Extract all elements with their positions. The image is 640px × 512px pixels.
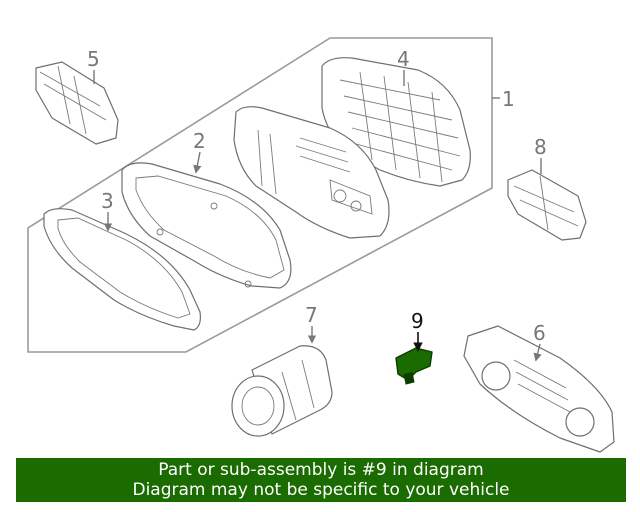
assembly-1-boundary — [27, 37, 493, 353]
callout-6[interactable]: 6 — [533, 321, 546, 345]
leader-6 — [533, 343, 542, 362]
part-8-switch[interactable] — [507, 169, 587, 241]
part-7-ignition[interactable] — [231, 345, 333, 437]
callout-2[interactable]: 2 — [193, 129, 206, 153]
banner-line-part: Part or sub-assembly is #9 in diagram — [158, 460, 484, 480]
callout-5[interactable]: 5 — [87, 47, 100, 71]
callout-8[interactable]: 8 — [534, 135, 547, 159]
part-6-control-panel[interactable] — [463, 325, 615, 453]
part-2-cluster-bezel[interactable] — [121, 162, 292, 289]
callout-9[interactable]: 9 — [411, 309, 424, 333]
part-2-circuit-board[interactable] — [233, 106, 390, 239]
part-3-lens[interactable] — [43, 208, 201, 331]
callout-4[interactable]: 4 — [397, 47, 410, 71]
highlight-banner: Part or sub-assembly is #9 in diagram Di… — [16, 458, 626, 502]
callout-7[interactable]: 7 — [305, 303, 318, 327]
part-9-highlighted[interactable] — [395, 347, 433, 385]
callout-3[interactable]: 3 — [101, 189, 114, 213]
callout-1[interactable]: 1 — [502, 87, 515, 111]
banner-line-disclaimer: Diagram may not be specific to your vehi… — [132, 480, 510, 500]
part-5-switch[interactable] — [35, 61, 119, 145]
leader-2 — [193, 151, 202, 174]
